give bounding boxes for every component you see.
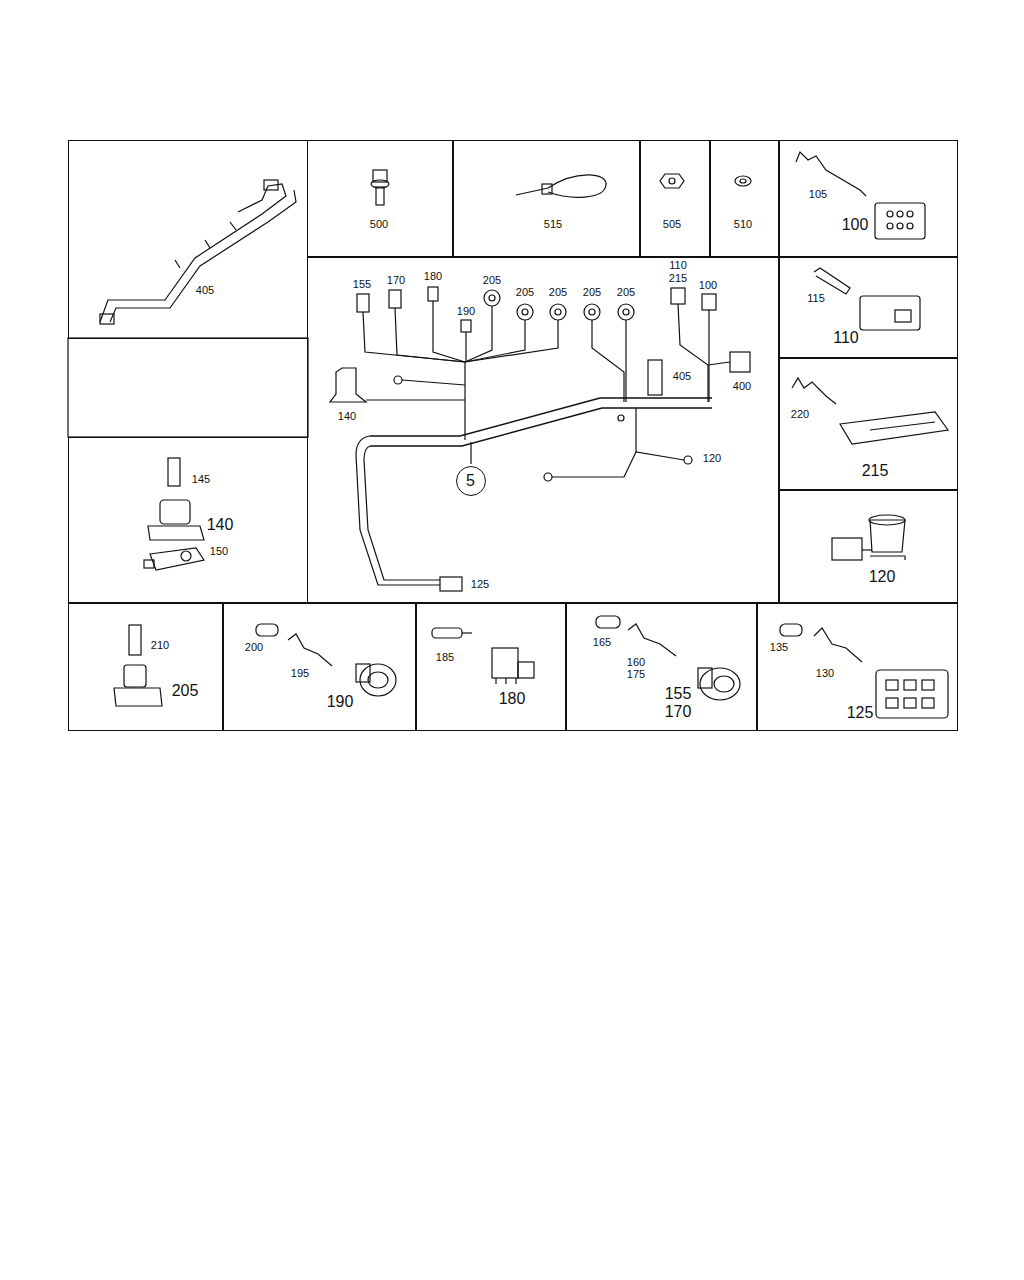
callout-number: 155	[353, 278, 371, 290]
callout-number: 140	[207, 516, 234, 534]
callout-number: 405	[196, 284, 214, 296]
parts-panel: 505	[640, 140, 710, 257]
connector-drawing	[796, 152, 925, 239]
callout-number: 130	[816, 667, 834, 679]
callout-number: 200	[245, 641, 263, 653]
parts-panel: 115 110	[779, 257, 958, 358]
callout-circle: 5	[456, 466, 486, 496]
callout-number: 115	[807, 292, 825, 304]
callout-number: 510	[734, 218, 752, 230]
parts-panel: 165 160 175 155 170	[566, 603, 757, 731]
parts-panel: 105 100	[779, 140, 958, 257]
parts-panel: 510	[710, 140, 779, 257]
callout-number: 180	[499, 690, 526, 708]
callout-number: 160 175	[624, 656, 648, 680]
callout-number: 215	[862, 462, 889, 480]
callout-number: 140	[338, 410, 356, 422]
parts-panel: 220 215	[779, 358, 958, 490]
parts-panel: 145 140 150	[68, 437, 308, 603]
connector-drawing	[780, 624, 948, 718]
connector-drawing	[432, 628, 534, 684]
parts-panel: 500	[307, 140, 453, 257]
callout-number: 205	[483, 274, 501, 286]
callout-number: 400	[733, 380, 751, 392]
parts-panel: 185 180	[416, 603, 566, 731]
parts-panel: 135 130 125	[757, 603, 958, 731]
callout-number: 205	[516, 286, 534, 298]
callout-number: 165	[593, 636, 611, 648]
callout-number: 170	[387, 274, 405, 286]
wiring-harness	[330, 287, 750, 591]
callout-number: 105	[809, 188, 827, 200]
bolt-drawing	[371, 170, 389, 205]
callout-number: 405	[673, 370, 691, 382]
parts-panel: 405	[68, 140, 308, 339]
callout-number: 125	[847, 704, 874, 722]
callout-number: 195	[291, 667, 309, 679]
parts-panel: 210 205	[68, 603, 223, 731]
washer-drawing	[735, 176, 751, 186]
callout-number: 220	[791, 408, 809, 420]
callout-number: 125	[471, 578, 489, 590]
parts-panel: 200 195 190	[223, 603, 416, 731]
cable-tie-drawing	[516, 175, 606, 197]
callout-number: 205	[583, 286, 601, 298]
connector-drawing	[832, 515, 905, 560]
callout-number: 190	[457, 305, 475, 317]
parts-panel: 120	[779, 490, 958, 603]
callout-number: 500	[370, 218, 388, 230]
callout-number: 515	[544, 218, 562, 230]
callout-number: 5	[466, 472, 475, 490]
callout-number: 145	[192, 473, 210, 485]
sensor-drawing	[114, 625, 162, 706]
empty-panel	[68, 338, 308, 437]
connector-drawing	[256, 624, 396, 696]
callout-number: 180	[424, 270, 442, 282]
callout-number: 215	[669, 272, 687, 284]
connector-drawing	[814, 268, 920, 330]
parts-panel: 515	[453, 140, 640, 257]
callout-number: 505	[663, 218, 681, 230]
callout-number: 190	[327, 693, 354, 711]
callout-number: 110	[833, 329, 859, 347]
callout-number: 135	[770, 641, 788, 653]
callout-number: 150	[210, 545, 228, 557]
callout-number: 185	[436, 651, 454, 663]
callout-number: 205	[617, 286, 635, 298]
callout-number: 120	[869, 568, 896, 586]
callout-number: 110	[669, 259, 687, 271]
callout-number: 205	[172, 682, 199, 700]
connector-drawing	[792, 378, 948, 444]
nut-drawing	[660, 174, 684, 188]
callout-number: 205	[549, 286, 567, 298]
callout-number: 210	[151, 639, 169, 651]
parts-panel: 155 170 180 205 205 205 205 205 110215 100 190 405 4…	[307, 257, 779, 603]
callout-number: 100	[842, 216, 869, 234]
bracket-drawing	[100, 180, 296, 324]
callout-number: 120	[703, 452, 721, 464]
callout-number: 155 170	[661, 685, 695, 720]
callout-number: 100	[699, 279, 717, 291]
